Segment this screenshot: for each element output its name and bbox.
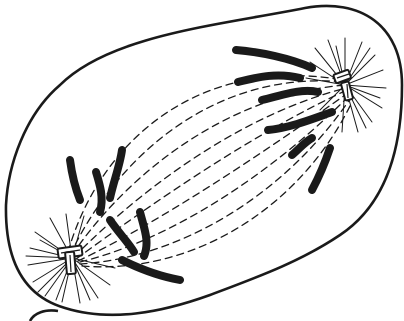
membrane-tail — [30, 310, 58, 321]
spindle-fibers — [68, 76, 352, 267]
chromosome — [96, 172, 102, 212]
chromosome — [110, 220, 134, 252]
chromosome — [110, 150, 122, 198]
chromosome — [122, 260, 180, 280]
chromosome — [312, 148, 330, 190]
chromosomes — [70, 50, 332, 280]
chromosome — [236, 50, 312, 68]
chromosome — [292, 138, 312, 155]
cell-membrane — [6, 6, 402, 315]
chromosome — [262, 91, 318, 100]
chromosome — [70, 160, 80, 200]
chromosome — [238, 75, 300, 82]
chromosome — [140, 212, 147, 256]
